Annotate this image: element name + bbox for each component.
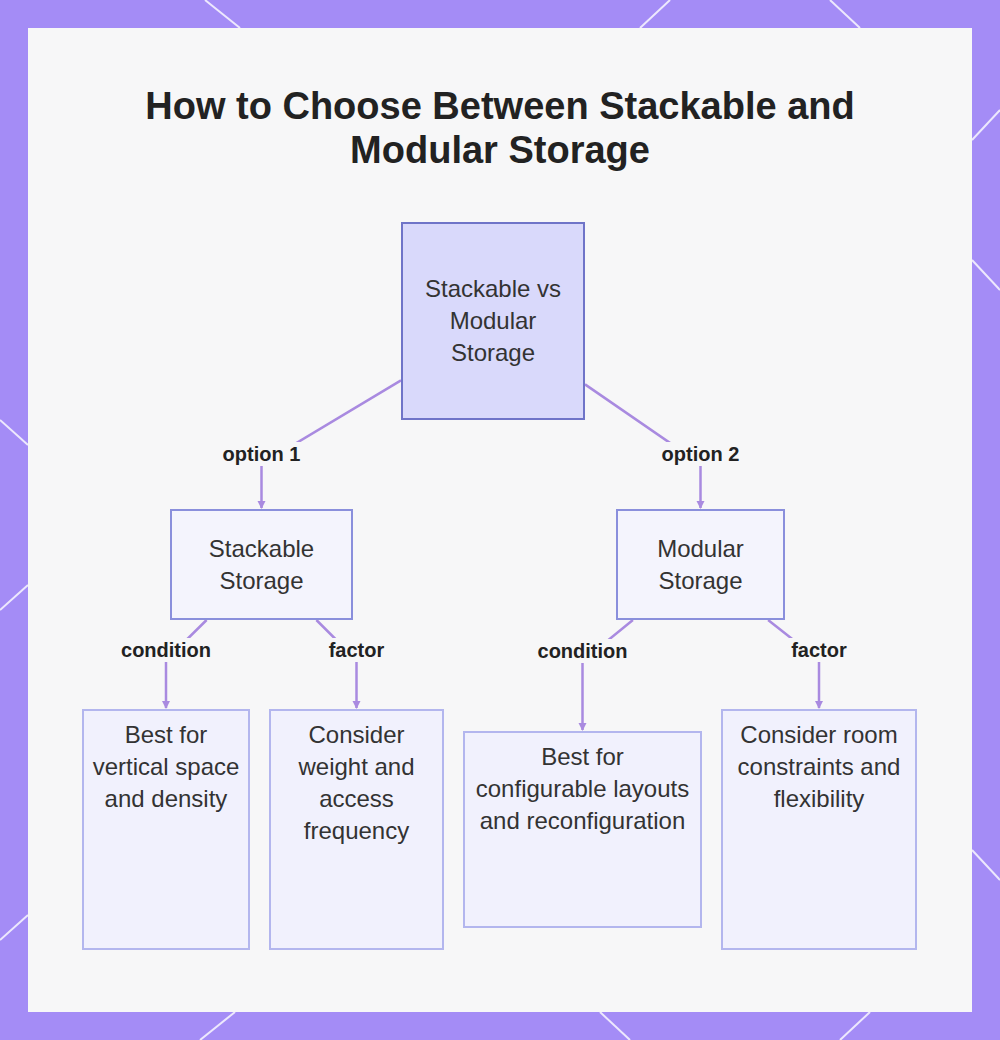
node-text: Stackable Storage — [180, 533, 343, 597]
diagram-title: How to Choose Between Stackable and Modu… — [100, 84, 900, 172]
edge-label: factor — [787, 638, 851, 662]
connector — [768, 620, 819, 708]
root-box: Stackable vs Modular Storage — [401, 222, 585, 420]
detail-box: Best for vertical space and density — [82, 709, 250, 950]
node-text: Best for configurable layouts and reconf… — [473, 741, 692, 837]
node-text: Stackable vs Modular Storage — [411, 273, 575, 369]
connector — [316, 620, 356, 708]
node-text: Consider room constraints and flexibilit… — [731, 719, 907, 815]
connector — [583, 620, 633, 730]
detail-box: Consider weight and access frequency — [269, 709, 444, 950]
node-text: Modular Storage — [626, 533, 775, 597]
node-text: Consider weight and access frequency — [279, 719, 434, 847]
edge-label: condition — [117, 638, 215, 662]
option-box: Stackable Storage — [170, 509, 353, 620]
edge-label: option 2 — [658, 442, 744, 466]
detail-box: Best for configurable layouts and reconf… — [463, 731, 702, 928]
option-box: Modular Storage — [616, 509, 785, 620]
edge-label: condition — [534, 639, 632, 663]
detail-box: Consider room constraints and flexibilit… — [721, 709, 917, 950]
edge-label: factor — [325, 638, 389, 662]
edge-label: option 1 — [219, 442, 305, 466]
connector — [166, 620, 207, 708]
node-text: Best for vertical space and density — [92, 719, 240, 815]
